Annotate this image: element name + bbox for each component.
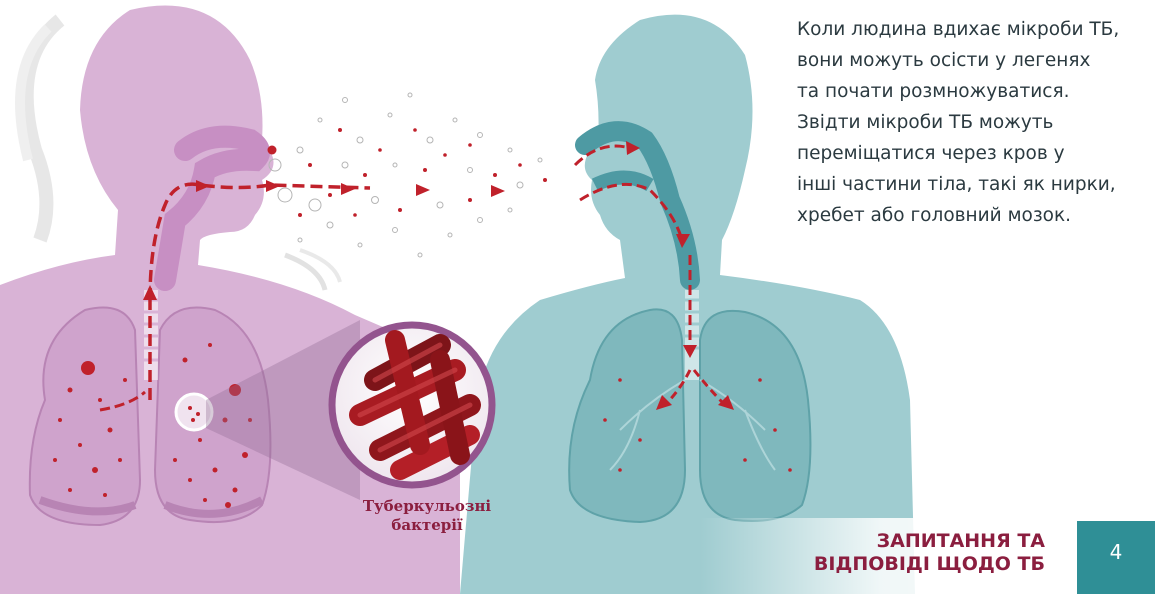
page-number-box: 4 [1077, 521, 1155, 594]
caption-text: Коли людина вдихає мікроби ТБ, вони можу… [797, 14, 1147, 231]
footer-title: ЗАПИТАННЯ ТА ВІДПОВІДІ ЩОДО ТБ [814, 530, 1045, 576]
bacteria-label: Туберкульозні бактерії [352, 497, 502, 535]
page-number: 4 [1110, 540, 1123, 564]
tb-germ-cloud [268, 93, 548, 257]
